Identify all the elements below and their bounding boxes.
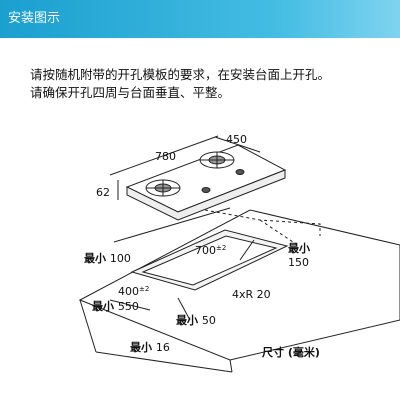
countertop-edge (79, 299, 97, 353)
min-back-label: 最小 (288, 241, 310, 255)
min-back-value: 150 (288, 256, 309, 269)
corner-leader (239, 239, 255, 261)
cutout-inner (141, 235, 278, 286)
dim-width-label: 780 (155, 150, 176, 163)
min-thickness-label: 最小 16 (130, 340, 170, 354)
control-knob-icon (235, 169, 245, 175)
instruction-line-2: 请确保开孔四周与台面垂直、平整。 (30, 85, 231, 100)
unit-label: 尺寸 (毫米) (262, 345, 320, 359)
burner-back (199, 151, 235, 169)
countertop-front-edge (229, 359, 233, 373)
section-title: 安装图示 (8, 11, 61, 26)
dim-line-side (177, 297, 191, 321)
dim-line-width (109, 135, 219, 176)
min-front-label: 最小 550 (92, 299, 139, 313)
countertop-outline (78, 209, 400, 361)
projection-lines (204, 209, 321, 245)
dim-line-front (109, 299, 151, 311)
cutout-width-label: 700±2 (195, 244, 226, 257)
control-knob-icon (201, 187, 211, 193)
burner-front (145, 179, 181, 197)
dim-depth-label: 450 (226, 133, 247, 146)
hob-base (126, 169, 286, 221)
section-header: 安装图示 (0, 0, 400, 38)
dim-line-depth (214, 136, 261, 153)
dim-height-label: 62 (96, 186, 110, 199)
instruction-line-1: 请按随机附带的开孔模板的要求，在安装台面上开孔。 (30, 67, 331, 82)
min-left-label: 最小 100 (84, 251, 131, 265)
cutout-depth-label: 400±2 (118, 285, 149, 298)
dim-line-left (113, 207, 231, 243)
installation-instructions: 请按随机附带的开孔模板的要求，在安装台面上开孔。 请确保开孔四周与台面垂直、平整… (30, 66, 390, 102)
countertop-bottom-edge (95, 351, 233, 373)
corner-radius-label: 4xR 20 (232, 288, 271, 301)
min-side-label: 最小 50 (176, 313, 216, 327)
